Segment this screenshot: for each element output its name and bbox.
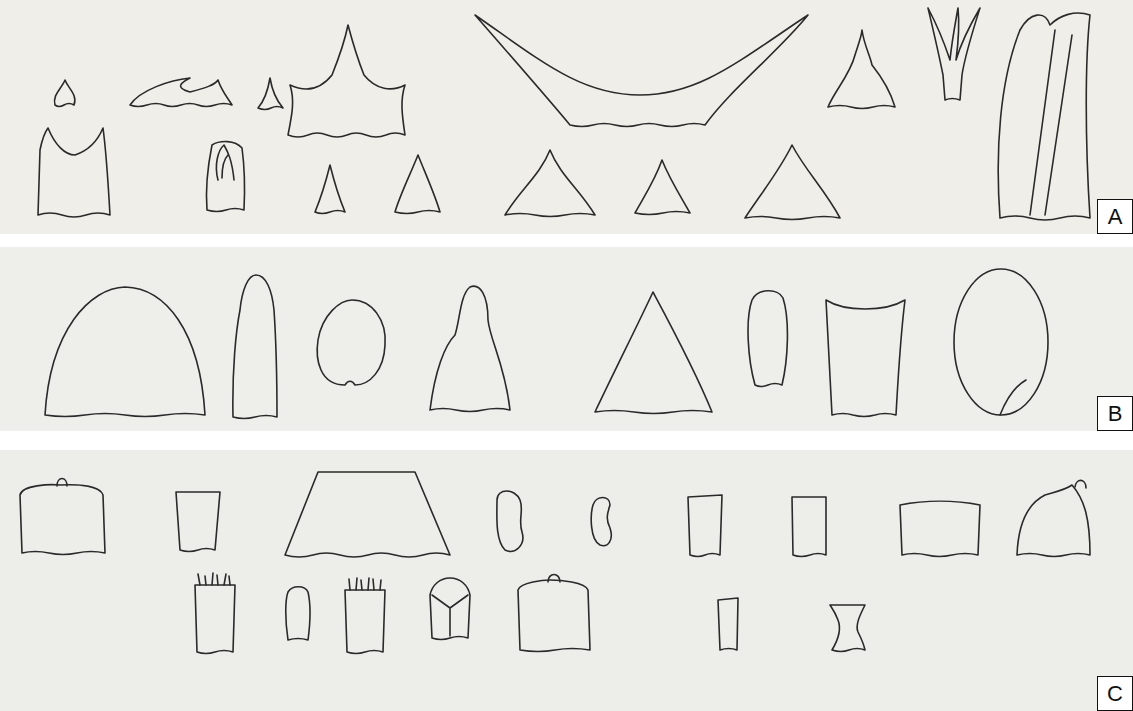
panel-b-outlines [45,269,1048,419]
panel-letter: A [1108,206,1123,228]
panel-c-outlines [20,472,1090,654]
panel-letter-box: A [1097,199,1133,234]
panel-a-outlines [38,8,1090,220]
panel-ground [0,247,1133,431]
panel-ground [0,450,1133,711]
panel-letter-box: C [1097,676,1133,711]
panel-ground [0,0,1133,234]
panel-letter: C [1107,683,1123,705]
panel-letter: B [1108,403,1123,425]
panel-letter-box: B [1097,396,1133,431]
